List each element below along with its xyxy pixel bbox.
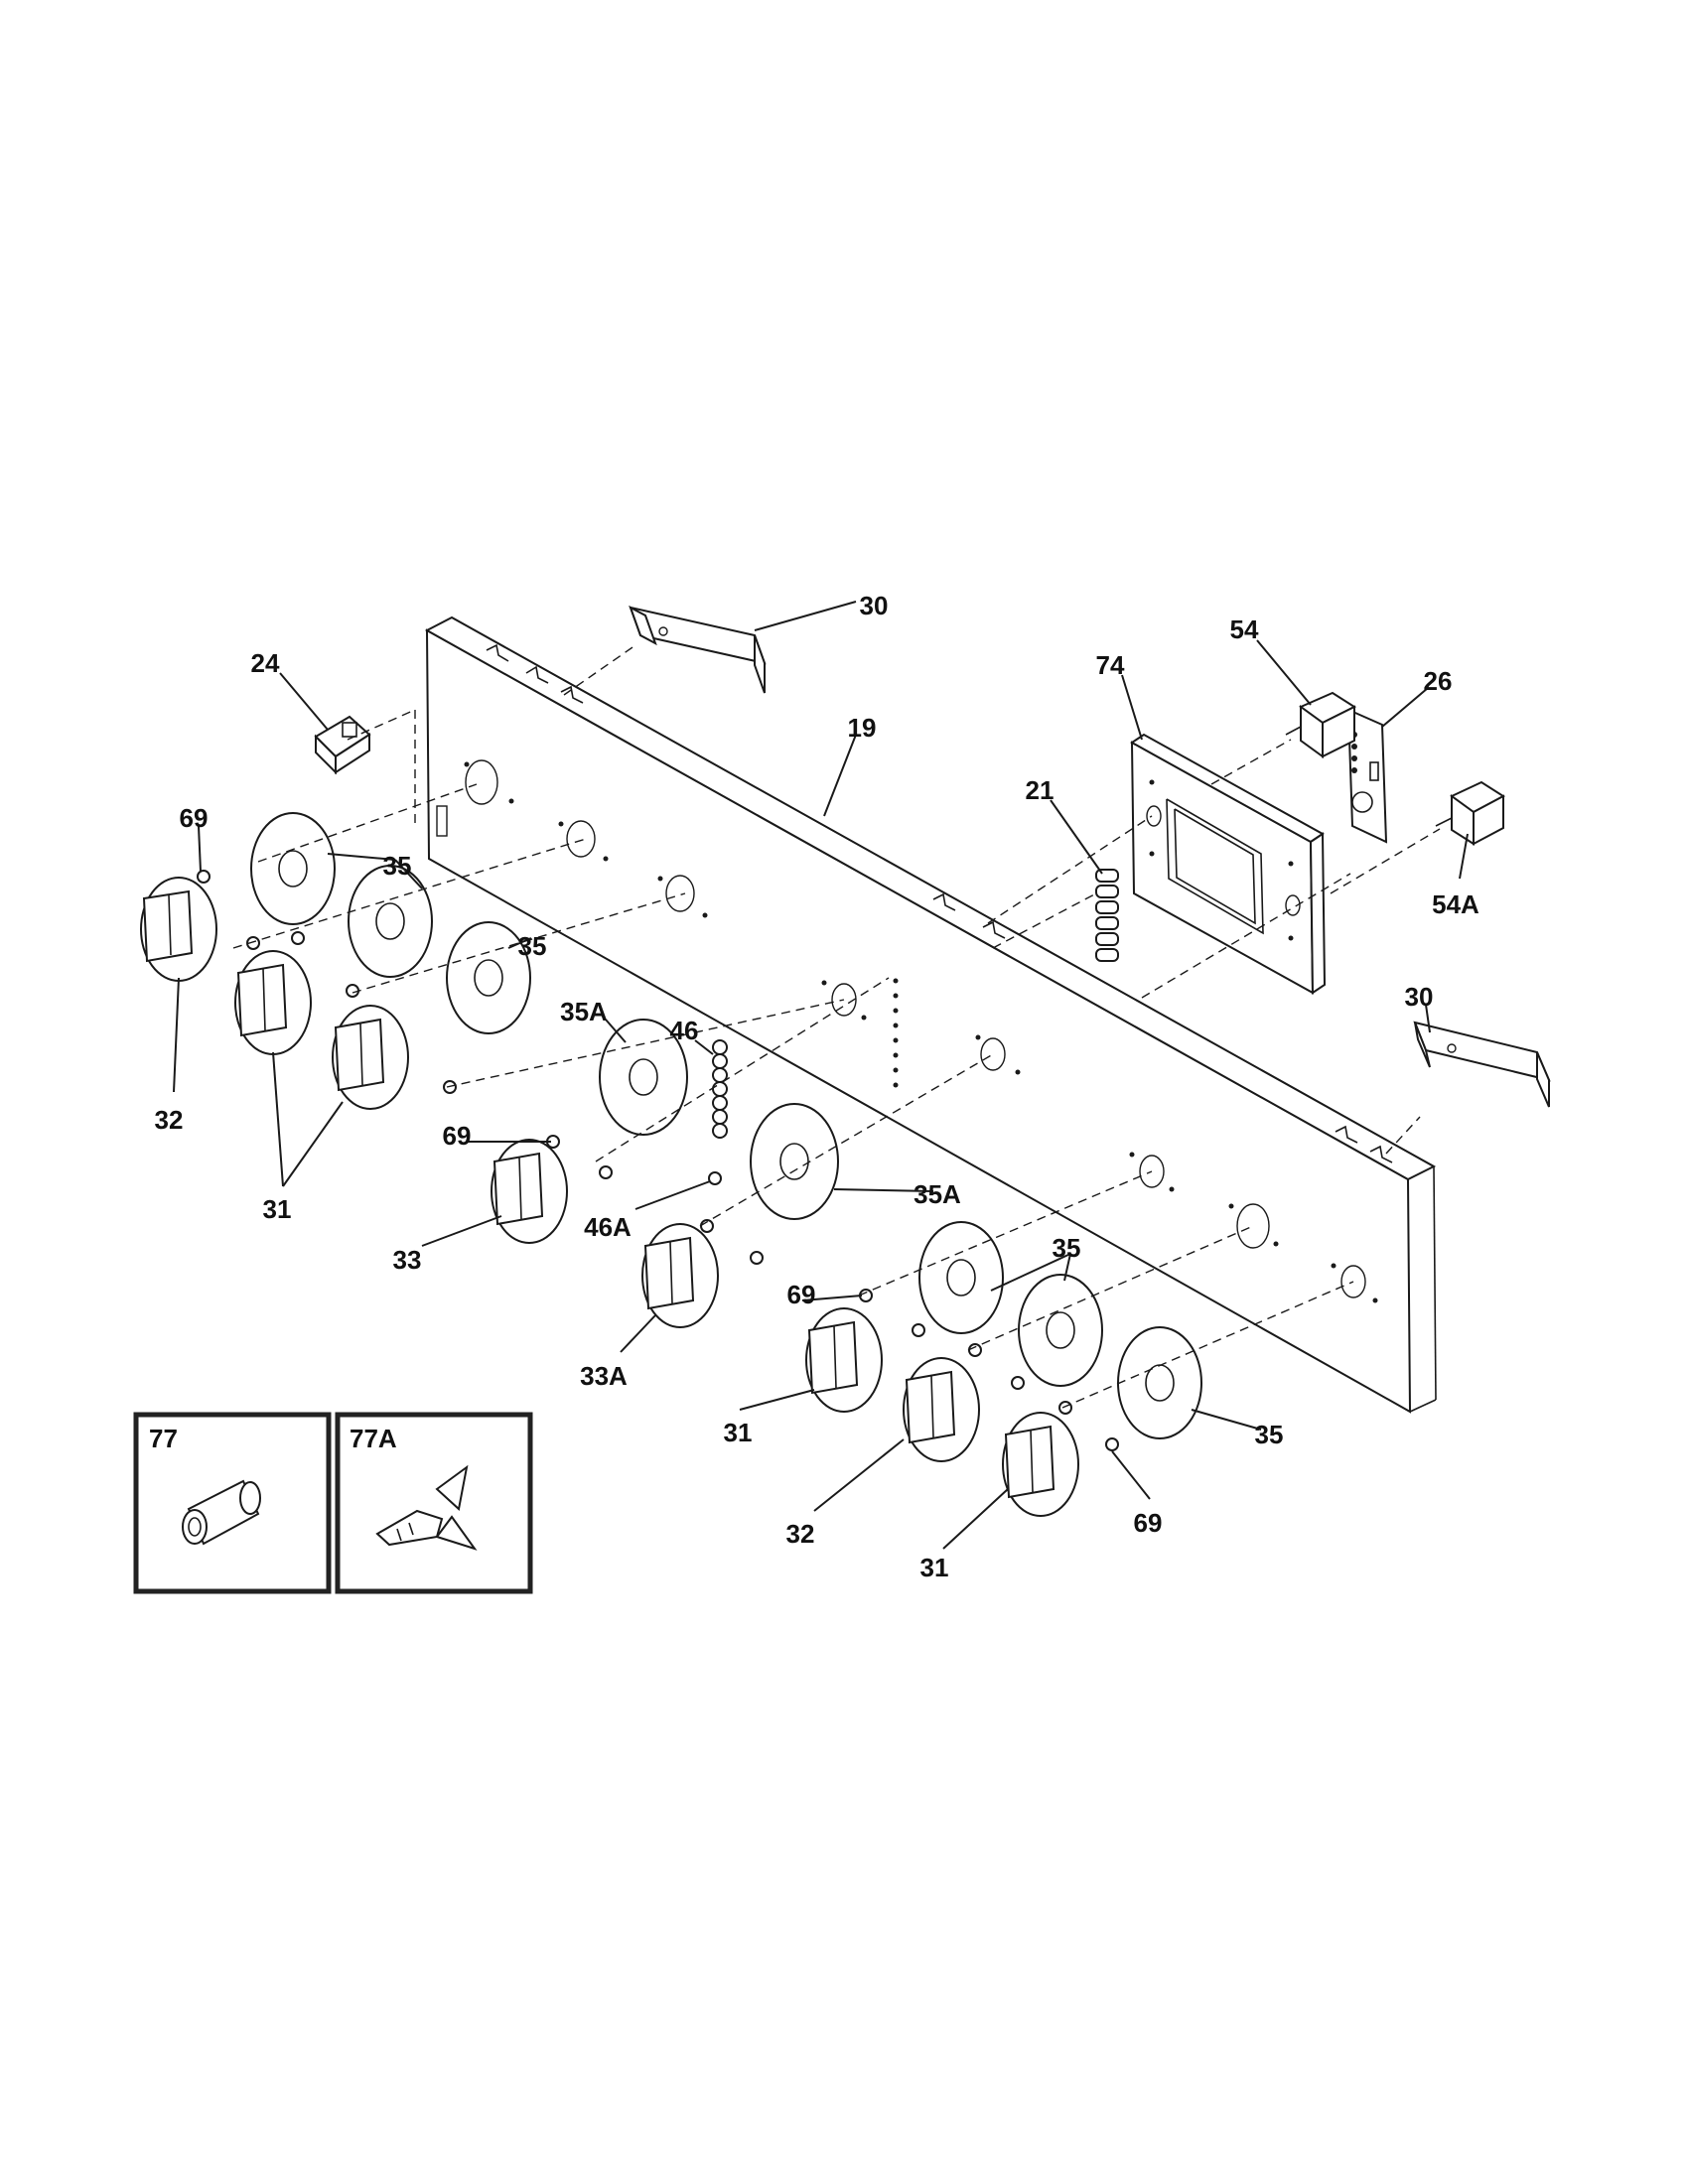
callout-c35a: 35	[383, 851, 412, 881]
callout-c24: 24	[251, 648, 280, 678]
callout-c31b: 31	[724, 1418, 753, 1447]
knob-32-right	[903, 1357, 980, 1462]
spring-clip-77A-icon	[375, 1464, 478, 1551]
control-panel-19	[424, 615, 1437, 1414]
callout-c54A: 54A	[1432, 889, 1479, 919]
leader-lines	[173, 601, 1469, 1550]
callout-c31a: 31	[263, 1194, 292, 1224]
indicator-lights-21	[1095, 869, 1119, 962]
bezel-35-1	[250, 812, 336, 925]
callout-c26: 26	[1424, 666, 1453, 696]
inset-label-77A: 77A	[350, 1424, 397, 1453]
callout-c46: 46	[670, 1016, 699, 1045]
selector-switch-54A	[1435, 780, 1505, 846]
callout-c32a: 32	[155, 1105, 184, 1135]
knob-31-b	[332, 1005, 409, 1110]
bezel-35-2	[348, 865, 433, 978]
bezel-35-4	[918, 1221, 1004, 1334]
callout-c69c: 69	[787, 1280, 816, 1309]
callout-c46A: 46A	[584, 1212, 632, 1242]
callout-c30a: 30	[860, 591, 889, 620]
knob-adapter-77-icon	[182, 1479, 261, 1546]
callout-c69a: 69	[180, 803, 209, 833]
callout-c30b: 30	[1405, 982, 1434, 1012]
end-bracket-30-right	[1413, 1021, 1551, 1108]
knob-33A	[641, 1223, 719, 1328]
callout-c31c: 31	[920, 1553, 949, 1582]
bezel-35A-2	[750, 1103, 839, 1220]
knob-31-c	[805, 1307, 883, 1413]
callout-c35A1: 35A	[560, 997, 608, 1026]
callout-c35A2: 35A	[914, 1179, 961, 1209]
mounting-plate-74	[1130, 733, 1327, 995]
knob-31-a	[234, 950, 312, 1055]
knob-31-d	[1002, 1412, 1079, 1517]
end-bracket-30-top	[629, 605, 767, 694]
callout-c35d: 35	[1255, 1420, 1284, 1449]
callout-c69d: 69	[1134, 1508, 1163, 1538]
callout-c33A: 33A	[580, 1361, 628, 1391]
alignment-lines	[232, 644, 1441, 1409]
callout-c69b: 69	[443, 1121, 472, 1151]
callout-c35c: 35	[1053, 1233, 1081, 1263]
bezel-35-5	[1018, 1274, 1103, 1387]
circuit-board-26	[1346, 708, 1388, 844]
bezel-35-3	[446, 921, 531, 1034]
indicator-holes	[893, 978, 899, 1088]
inset-box-77A: 77A	[335, 1412, 533, 1594]
callout-c21: 21	[1026, 775, 1055, 805]
callout-c74: 74	[1096, 650, 1125, 680]
inset-label-77: 77	[149, 1424, 178, 1453]
callout-c54: 54	[1230, 614, 1259, 644]
knob-33	[491, 1139, 568, 1244]
callout-c32b: 32	[786, 1519, 815, 1549]
callout-c19: 19	[848, 713, 877, 743]
callout-c35b: 35	[518, 931, 547, 961]
selector-switch-54	[1285, 691, 1357, 758]
indicator-lenses-46	[708, 1039, 728, 1185]
callout-labels: 30 24 19 74 54 26 21 54A 69 35 35 35A 46 30 32 69 31 46A 3…	[155, 591, 1480, 1582]
callout-c33: 33	[393, 1245, 422, 1275]
rocker-switch-24	[314, 715, 371, 775]
inset-box-77: 77	[133, 1412, 332, 1594]
bezel-35-6	[1117, 1326, 1202, 1439]
knob-32-left	[140, 877, 217, 982]
